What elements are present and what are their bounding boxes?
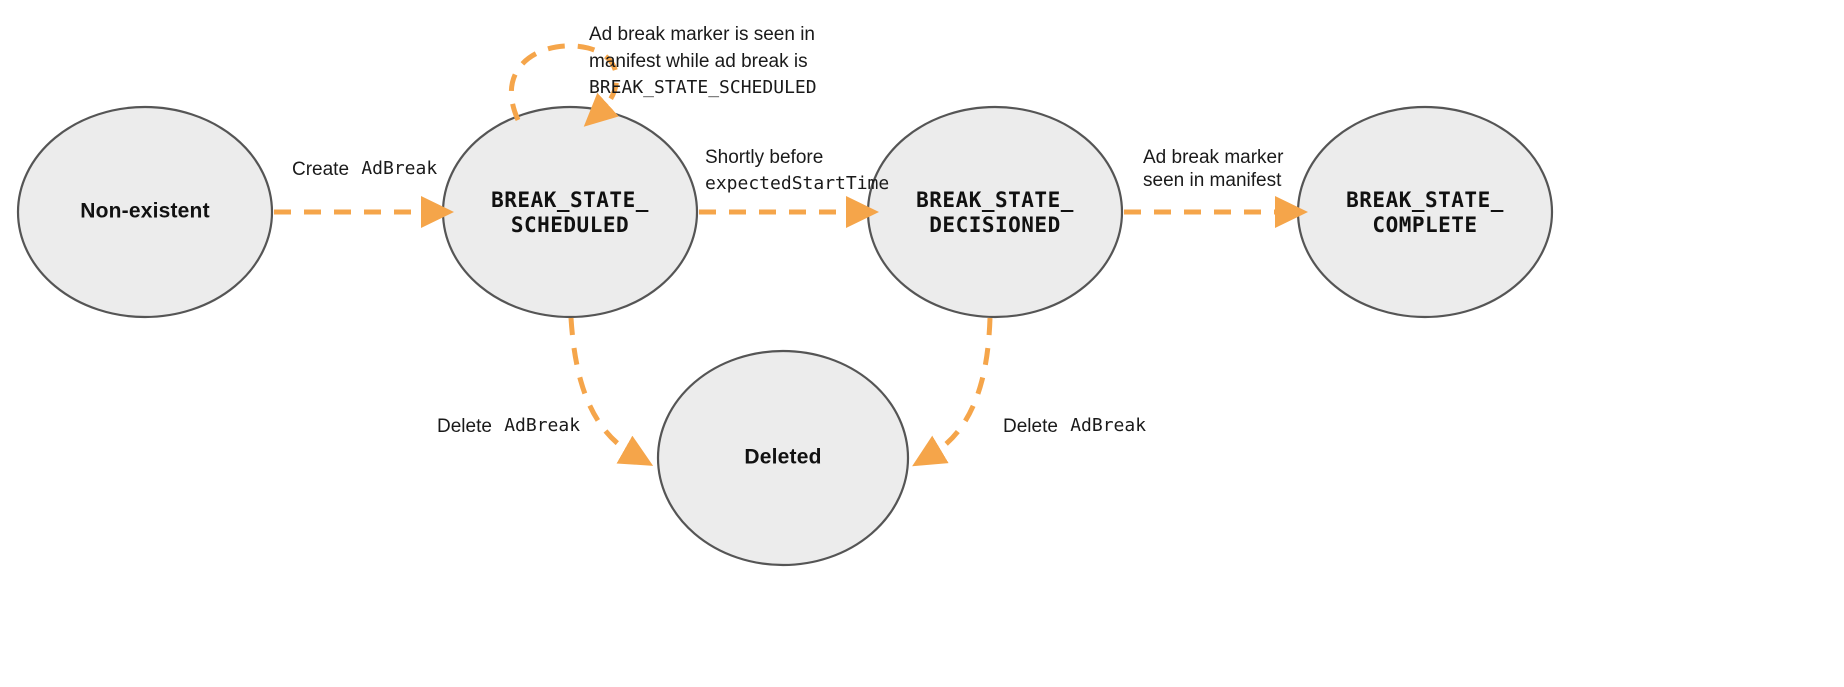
edge-scheduled-self-loop[interactable]: Ad break marker is seen in manifest whil…	[508, 24, 817, 127]
node-break-state-decisioned[interactable]: BREAK_STATE_ DECISIONED	[866, 105, 1124, 319]
edge-scheduled-to-decisioned-label-line1: Shortly before	[705, 147, 823, 168]
node-non-existent[interactable]: Non-existent	[16, 105, 274, 319]
edge-create-adbreak-label-type: AdBreak	[361, 158, 437, 179]
node-break-state-scheduled-label-line2: SCHEDULED	[511, 213, 629, 237]
edge-scheduled-to-deleted-line	[568, 317, 654, 466]
node-break-state-decisioned-shape	[866, 105, 1124, 319]
node-break-state-complete-label-line2: COMPLETE	[1372, 213, 1477, 237]
edge-scheduled-to-deleted-label-type: AdBreak	[504, 415, 580, 436]
node-deleted[interactable]: Deleted	[656, 349, 910, 567]
edge-scheduled-self-loop-label-line2: manifest while ad break is	[589, 51, 808, 72]
node-break-state-scheduled[interactable]: BREAK_STATE_ SCHEDULED	[441, 105, 699, 319]
node-break-state-complete-label-line1: BREAK_STATE_	[1346, 188, 1504, 212]
node-deleted-shape	[656, 349, 910, 567]
edge-scheduled-to-deleted[interactable]: Delete AdBreak	[437, 317, 654, 466]
edge-create-adbreak-label: Create AdBreak	[292, 158, 437, 180]
edge-create-adbreak[interactable]: Create AdBreak	[274, 158, 454, 228]
edge-decisioned-to-deleted-label-verb: Delete	[1003, 416, 1058, 437]
node-break-state-complete-shape	[1296, 105, 1554, 319]
node-deleted-label: Deleted	[744, 446, 821, 469]
edge-scheduled-self-loop-line	[508, 43, 620, 127]
edge-scheduled-self-loop-label-line3: BREAK_STATE_SCHEDULED	[589, 77, 817, 98]
node-break-state-decisioned-label-line1: BREAK_STATE_	[916, 188, 1074, 212]
edge-create-adbreak-label-verb: Create	[292, 159, 349, 180]
node-non-existent-shape	[16, 105, 274, 319]
edge-decisioned-to-deleted[interactable]: Delete AdBreak	[912, 317, 1146, 467]
node-break-state-decisioned-label-line2: DECISIONED	[929, 213, 1060, 237]
edge-decisioned-to-deleted-label-type: AdBreak	[1070, 415, 1146, 436]
edge-decisioned-to-complete-label-line1: Ad break marker	[1143, 147, 1284, 168]
node-break-state-scheduled-shape	[441, 105, 699, 319]
edge-scheduled-to-decisioned-label-line2: expectedStartTime	[705, 173, 889, 194]
edge-decisioned-to-complete-label-line2: seen in manifest	[1143, 170, 1282, 191]
node-non-existent-label: Non-existent	[80, 200, 210, 223]
edge-scheduled-self-loop-label-line1: Ad break marker is seen in	[589, 24, 815, 45]
edge-decisioned-to-deleted-line	[912, 317, 993, 467]
edge-scheduled-to-deleted-label: Delete AdBreak	[437, 415, 580, 437]
edge-scheduled-to-decisioned[interactable]: Shortly before expectedStartTime	[699, 147, 889, 228]
edge-decisioned-to-deleted-label: Delete AdBreak	[1003, 415, 1146, 437]
edge-scheduled-to-deleted-label-verb: Delete	[437, 416, 492, 437]
node-break-state-complete[interactable]: BREAK_STATE_ COMPLETE	[1296, 105, 1554, 319]
edge-decisioned-to-complete[interactable]: Ad break marker seen in manifest	[1124, 147, 1308, 228]
node-break-state-scheduled-label-line1: BREAK_STATE_	[491, 188, 649, 212]
